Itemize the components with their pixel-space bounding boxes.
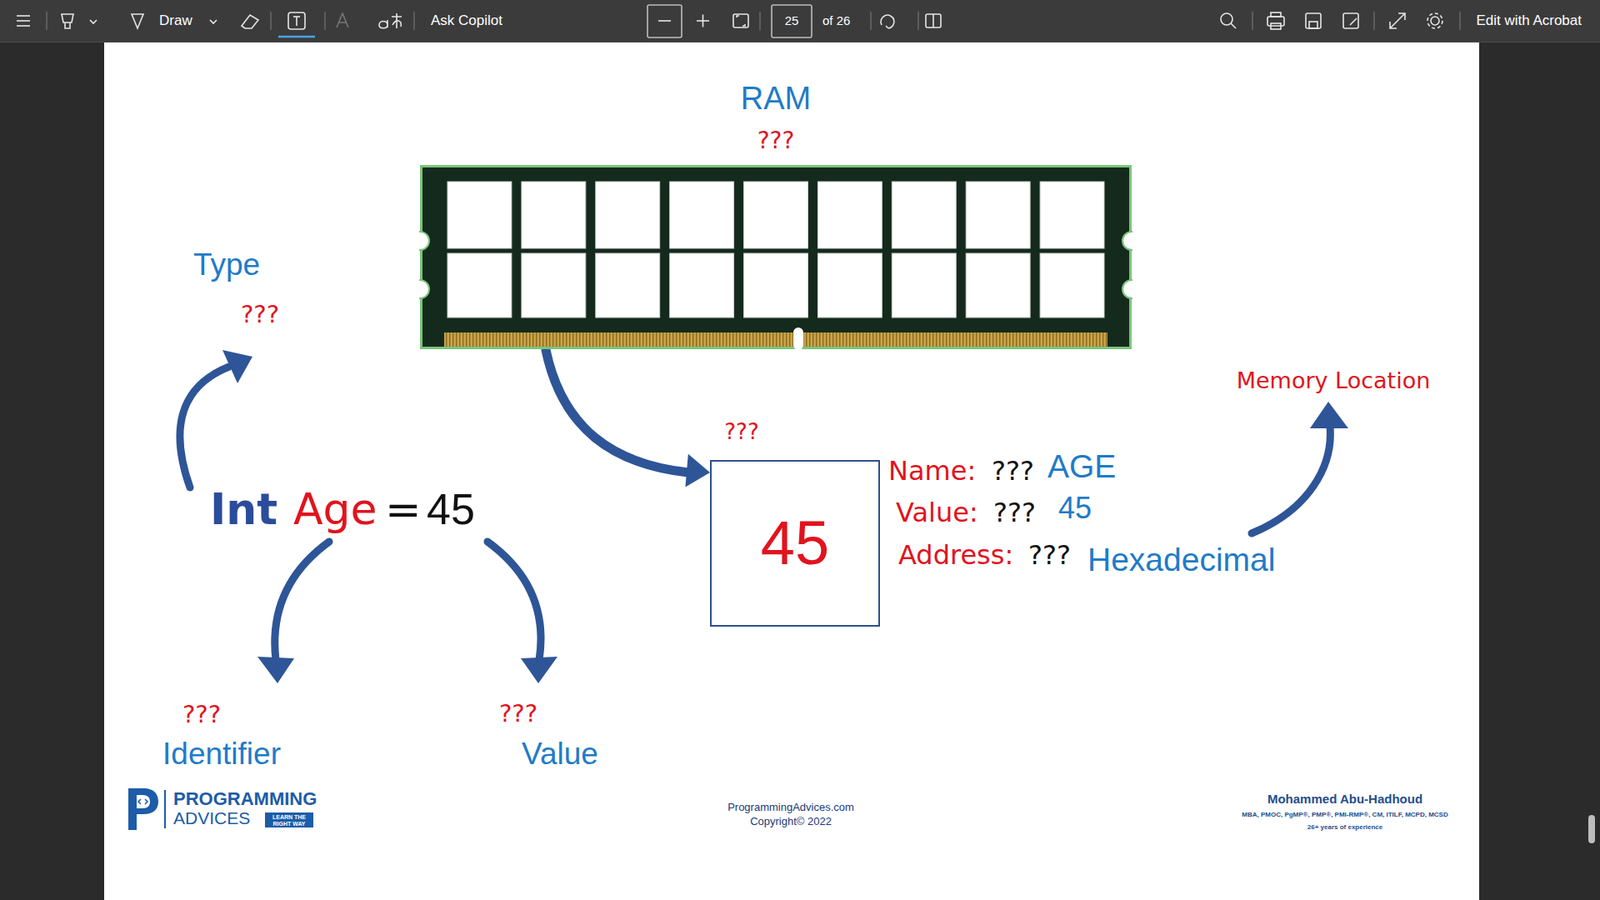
unknown-mark: ??? (240, 300, 280, 329)
field-name: Value: (895, 497, 979, 529)
data-flow-arrow (545, 350, 710, 488)
footer-text: ProgrammingAdvices.com (727, 801, 855, 815)
unknown-mark: ??? (991, 455, 1035, 487)
page-count: of 26 (822, 13, 850, 28)
unknown-mark: ??? (182, 700, 221, 729)
logo-tagline: LEARN THE (272, 814, 306, 820)
logo-tagline: RIGHT WAY (272, 820, 305, 827)
field-name: Name: (888, 455, 976, 487)
part-label: Value (521, 736, 599, 773)
logo-text: ADVICES (173, 808, 250, 829)
author-name: Mohammed Abu-Hadhoud (1267, 791, 1423, 806)
code-identifier: Age (293, 485, 378, 535)
code-value: 45 (426, 485, 475, 535)
footer-text: Copyright© 2022 (750, 815, 832, 829)
toolbar-icons (0, 0, 1600, 42)
author-credentials: MBA, PMOC, PgMP®, PMP®, PMI-RMP®, CM, IT… (1241, 810, 1448, 819)
field-name: Address: (898, 540, 1014, 571)
toolbar-label: Draw (159, 12, 193, 30)
part-label: Type (193, 247, 260, 284)
scrollbar-thumb (1588, 815, 1595, 844)
field-value: AGE (1047, 448, 1116, 486)
callout-label: Memory Location (1236, 367, 1431, 394)
field-value: Hexadecimal (1087, 541, 1275, 580)
unknown-mark: ??? (993, 497, 1036, 529)
unknown-mark: ??? (499, 700, 538, 728)
toolbar (0, 0, 1600, 43)
cell-value: 45 (760, 507, 830, 579)
ram-module: RAM??? (419, 76, 1133, 350)
code-operator: = (385, 485, 422, 535)
toolbar-label: Ask Copilot (430, 12, 503, 30)
ram-stick (419, 164, 1133, 350)
toolbar-label: Edit with Acrobat (1475, 12, 1582, 30)
unknown-mark: ??? (724, 420, 759, 445)
memory-cell-box: 45 (710, 460, 880, 627)
author-credentials: 26+ years of experience (1307, 823, 1384, 831)
unknown-mark: ??? (757, 127, 795, 155)
scrollbar (1583, 42, 1600, 900)
field-value: 45 (1058, 490, 1092, 525)
unknown-mark: ??? (1028, 540, 1071, 571)
page-number: 25 (785, 13, 800, 28)
code-keyword: Int (210, 485, 278, 535)
logo-text: PROGRAMMING (173, 788, 317, 810)
module-title: RAM (740, 80, 811, 118)
part-label: Identifier (162, 736, 281, 773)
